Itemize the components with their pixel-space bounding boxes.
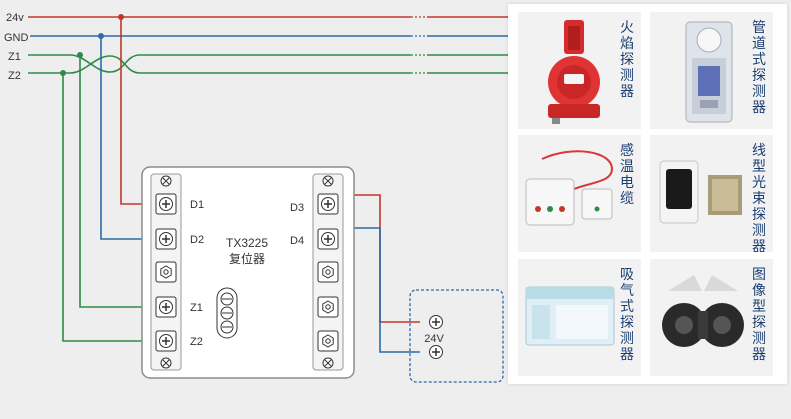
bus-label-gnd: GND [4,32,29,44]
card-image-detector: 图像型探测器 [650,259,773,376]
flame-detector-icon [548,20,600,124]
label-heat-cable: 感温电缆 [620,143,634,207]
left-terminals [155,193,177,352]
terminal-label-d2: D2 [190,234,204,246]
terminal-z1-screw [155,296,177,318]
mount-screws [160,175,334,369]
module-model: TX3225 [226,236,268,250]
power-label: 24V [424,333,444,345]
terminal-z2-screw [155,330,177,352]
terminal-d2-screw [155,228,177,250]
terminal-r5-nut [317,330,339,352]
wire-z2 [62,73,150,342]
terminal-blank-nut [155,261,177,283]
wiring-diagram: 24v GND Z1 Z2 [4,12,508,383]
duct-detector-icon [685,21,733,123]
beam-detector-icon [659,160,742,224]
terminal-r3-nut [317,261,339,283]
image-detector-icon [662,275,744,347]
power-terminal-plus [429,315,443,329]
line-break-marks [411,12,427,78]
power-box: 24V [409,289,504,383]
terminal-label-z2: Z2 [190,336,203,348]
wire-d1 [120,17,150,205]
right-terminals [317,193,339,352]
card-aspirating-detector: 吸气式探测器 [518,259,641,376]
terminal-r4-nut [317,296,339,318]
terminal-d1-screw [155,193,177,215]
label-aspirating-detector: 吸气式探测器 [620,267,634,363]
power-terminal-minus [429,345,443,359]
card-heat-cable: 感温电缆 [518,135,641,252]
label-beam-detector: 线型光束探测器 [752,143,766,252]
module-name: 复位器 [229,251,265,266]
card-duct-detector: 管道式探测器 [650,12,773,129]
terminal-d4-screw [317,228,339,250]
indicator-capsule [216,287,238,339]
wire-d2 [100,36,150,240]
terminal-d3-screw [317,193,339,215]
bus-label-24v: 24v [6,12,24,24]
bus-z1 [28,54,508,73]
label-image-detector: 图像型探测器 [752,267,766,363]
terminal-label-d3: D3 [290,202,304,214]
terminal-label-d1: D1 [190,199,204,211]
detector-panel: 火焰探测器 管道式探测器 感温电缆 [508,4,787,384]
label-flame-detector: 火焰探测器 [620,20,634,100]
label-duct-detector: 管道式探测器 [752,20,766,116]
wire-z1 [79,55,150,308]
terminal-label-d4: D4 [290,235,304,247]
card-flame-detector: 火焰探测器 [518,12,641,129]
wire-d4 [340,227,420,353]
bus-label-z2: Z2 [8,70,21,82]
bus-z2 [28,55,508,74]
terminal-label-z1: Z1 [190,302,203,314]
bus-label-z1: Z1 [8,51,21,63]
heat-cable-icon [525,150,614,226]
aspirating-detector-icon [525,286,615,346]
card-beam-detector: 线型光束探测器 [650,135,773,252]
